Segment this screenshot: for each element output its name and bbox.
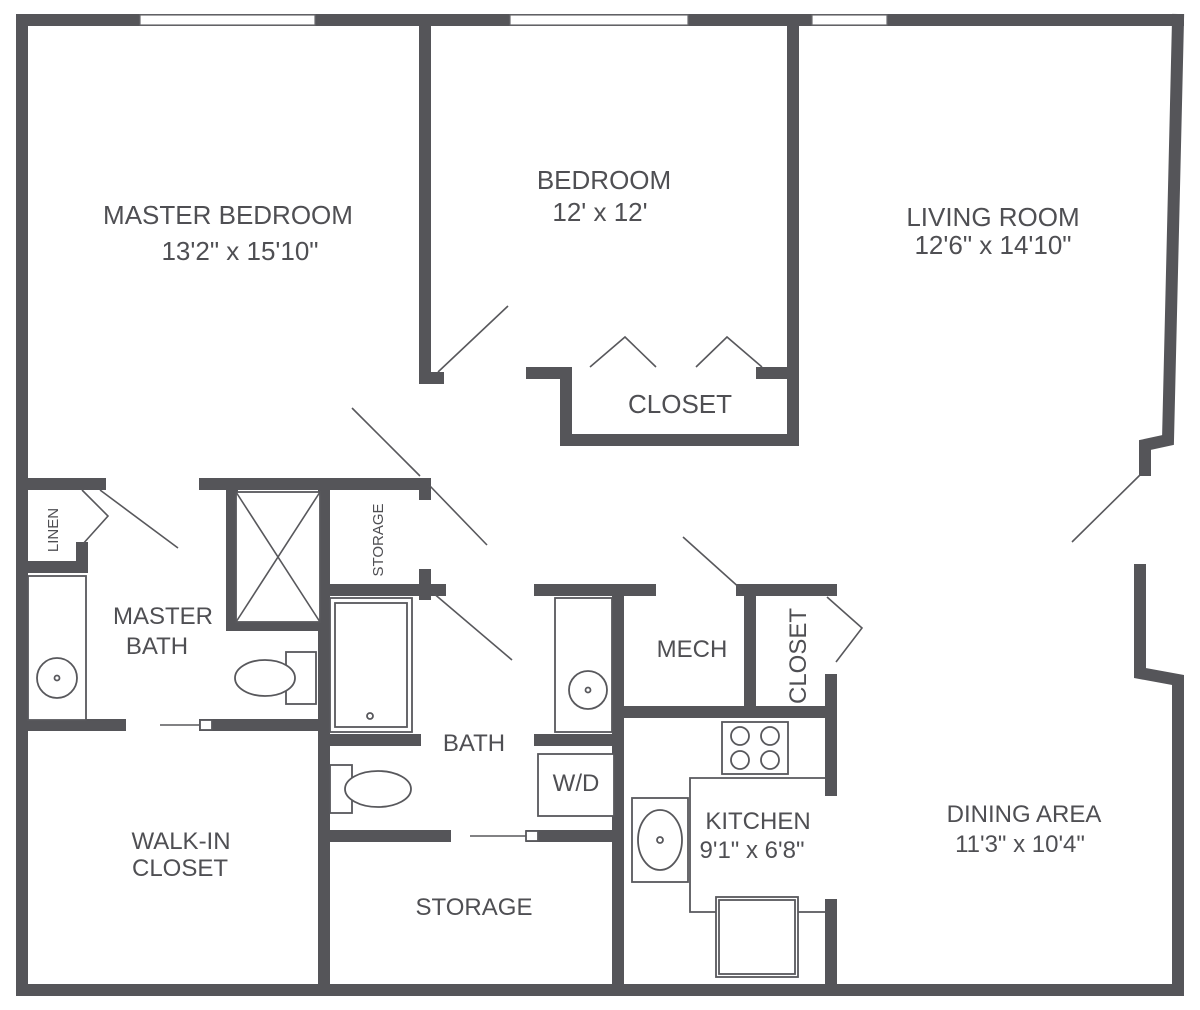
windows	[139, 14, 888, 26]
toilet-icon	[329, 764, 412, 814]
fixtures	[27, 491, 825, 978]
walk-in-closet-line1: WALK-IN	[131, 828, 230, 855]
stove-icon	[721, 721, 789, 775]
bathtub-icon	[329, 597, 413, 733]
master-bedroom-size: 13'2" x 15'10"	[161, 236, 318, 266]
dining-area-size: 11'3" x 10'4"	[955, 831, 1085, 858]
dining-area-name: DINING AREA	[947, 801, 1102, 828]
room-labels: MASTER BEDROOM 13'2" x 15'10" BEDROOM 12…	[45, 165, 1101, 921]
bedroom-closet-label: CLOSET	[628, 389, 732, 419]
shower-icon	[235, 491, 321, 623]
hall-closet-label: CLOSET	[785, 608, 812, 704]
washer-dryer-icon	[537, 753, 615, 817]
bedroom-size: 12' x 12'	[552, 197, 647, 227]
master-bath-line1: MASTER	[113, 603, 213, 630]
linen-label: LINEN	[45, 508, 62, 552]
toilet-icon	[234, 651, 317, 705]
sink-icon	[27, 575, 87, 721]
bedroom-name: BEDROOM	[537, 165, 671, 195]
sink-icon	[554, 597, 613, 733]
storage-large-label: STORAGE	[416, 894, 533, 921]
kitchen-size: 9'1" x 6'8"	[700, 837, 805, 864]
interior-walls	[16, 20, 837, 991]
refrigerator-icon	[715, 896, 799, 978]
storage-small-label: STORAGE	[370, 503, 387, 576]
master-bath-line2: BATH	[126, 633, 188, 660]
walk-in-closet-line2: CLOSET	[132, 855, 228, 882]
kitchen-name: KITCHEN	[705, 808, 810, 835]
master-bedroom-name: MASTER BEDROOM	[103, 200, 353, 230]
living-room-name: LIVING ROOM	[906, 202, 1079, 232]
door-swings	[81, 305, 1141, 842]
living-room-size: 12'6" x 14'10"	[914, 230, 1071, 260]
bath-label: BATH	[443, 730, 505, 757]
wd-label: W/D	[553, 770, 600, 797]
mech-label: MECH	[657, 636, 728, 663]
sink-icon	[631, 797, 689, 883]
